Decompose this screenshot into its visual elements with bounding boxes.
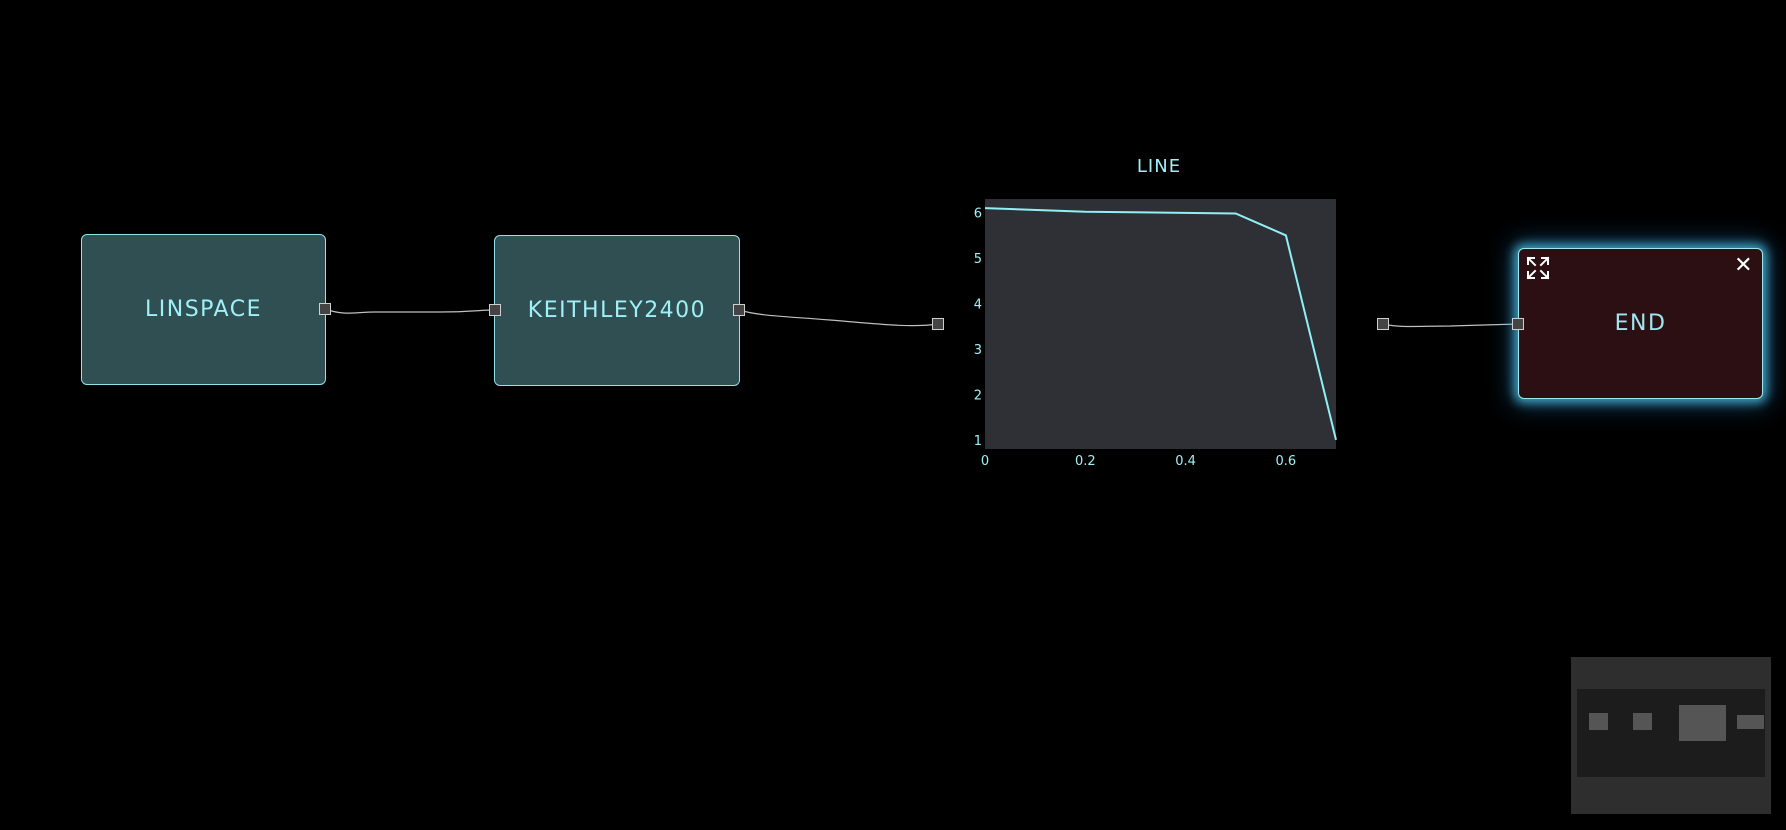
node-linspace-label: LINSPACE <box>145 297 262 322</box>
edge-linspace-keithley[interactable] <box>324 308 496 314</box>
x-tick-label: 0.4 <box>1175 454 1196 469</box>
minimap[interactable] <box>1571 657 1771 814</box>
series-line-0 <box>984 207 1337 441</box>
x-tick-label: 0.2 <box>1075 454 1096 469</box>
minimap-node-line <box>1679 705 1726 741</box>
line-input-handle[interactable] <box>932 318 944 330</box>
keithley-input-handle[interactable] <box>489 304 501 316</box>
node-keithley2400-label: KEITHLEY2400 <box>527 298 707 323</box>
node-linspace[interactable]: LINSPACE <box>81 234 326 385</box>
x-tick-label: 0 <box>981 454 989 469</box>
edge-keithley-line[interactable] <box>738 309 939 327</box>
linspace-output-handle[interactable] <box>319 303 331 315</box>
node-keithley2400[interactable]: KEITHLEY2400 <box>494 235 740 386</box>
x-tick-label: 0.6 <box>1276 454 1297 469</box>
y-tick-label: 3 <box>974 343 982 358</box>
y-tick-label: 4 <box>974 298 982 313</box>
y-tick-label: 6 <box>974 207 982 222</box>
node-end[interactable]: ✕ END <box>1518 248 1763 399</box>
minimap-viewport[interactable] <box>1577 689 1765 777</box>
keithley-output-handle[interactable] <box>733 304 745 316</box>
chart-plot-area <box>985 199 1336 449</box>
node-line-title: LINE <box>1136 156 1182 177</box>
line-output-handle[interactable] <box>1377 318 1389 330</box>
close-icon[interactable]: ✕ <box>1734 253 1754 278</box>
minimap-node-linspace <box>1589 713 1608 730</box>
minimap-node-keithley <box>1633 713 1652 730</box>
line-chart[interactable]: 1 2 3 4 5 6 0 0.2 0.4 0.6 <box>965 196 1345 476</box>
node-end-label: END <box>1614 311 1667 336</box>
y-tick-label: 5 <box>974 252 982 267</box>
edge-line-end[interactable] <box>1382 323 1519 328</box>
minimap-node-end <box>1737 715 1764 729</box>
end-input-handle[interactable] <box>1512 318 1524 330</box>
expand-icon[interactable] <box>1525 255 1551 281</box>
y-tick-label: 1 <box>974 434 982 449</box>
y-tick-label: 2 <box>974 388 982 403</box>
